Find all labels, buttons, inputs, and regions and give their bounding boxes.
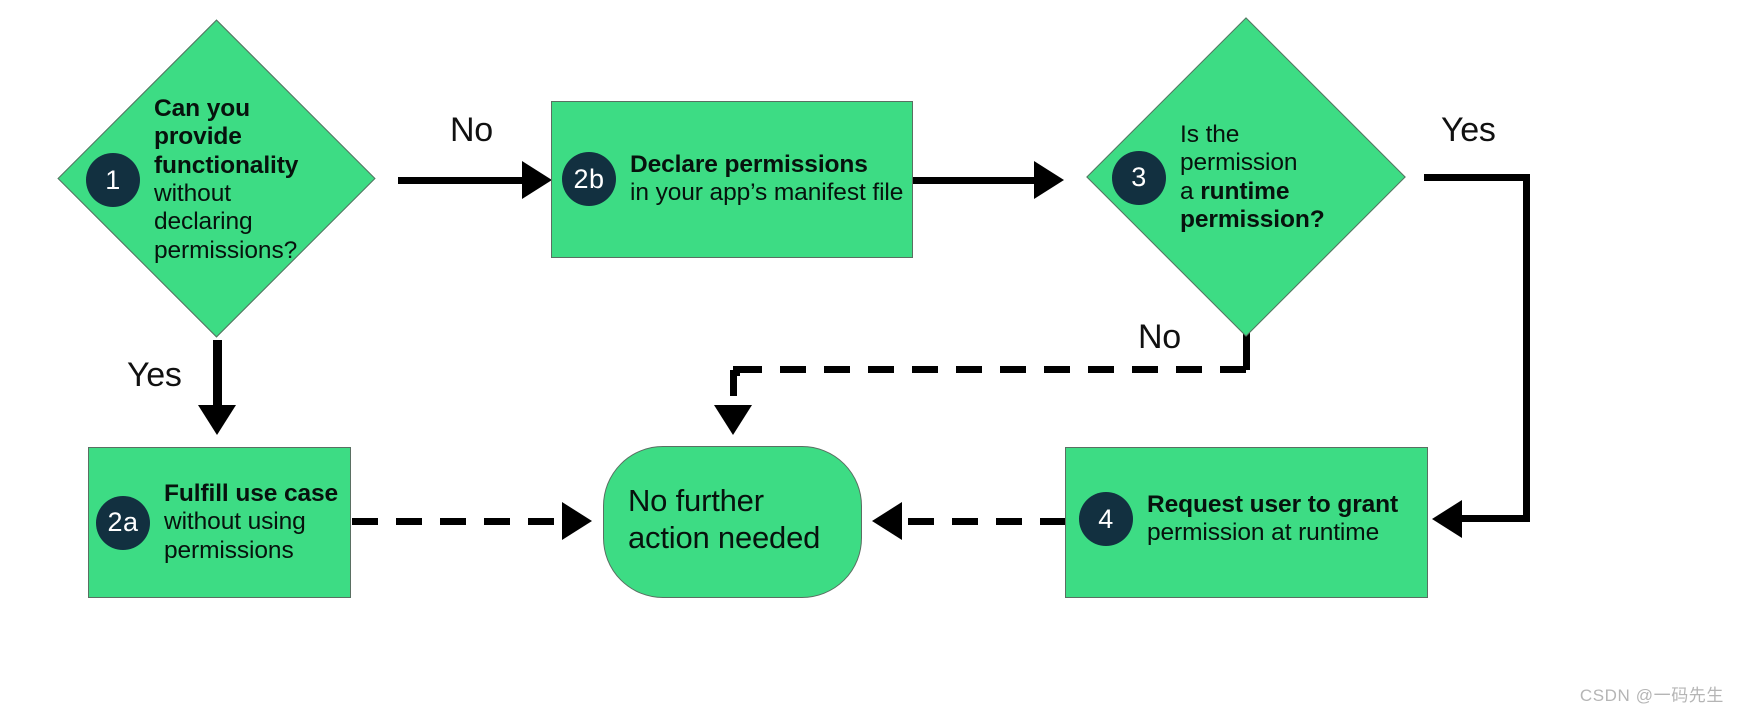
arrowhead-n4-to-done (872, 502, 902, 540)
node-1-line-4: without (154, 180, 231, 207)
edge-label-no-n3-done: No (1138, 318, 1181, 356)
node-2b-line-2: in your app’s manifest file (630, 179, 904, 206)
connector-n3-yes-into-n4 (1462, 515, 1530, 522)
edge-label-no-n1-n2b: No (450, 111, 493, 149)
node-2a-badge: 2a (96, 495, 150, 550)
node-2b-line-1: Declare permissions (630, 150, 868, 178)
node-4-content: 4 Request user to grant permission at ru… (1079, 483, 1398, 555)
node-2a-content: 2a Fulfill use case without using permis… (96, 470, 338, 575)
node-4-badge: 4 (1079, 492, 1133, 546)
node-1-label: Can you provide functionality without de… (154, 95, 298, 265)
arrowhead-n1-to-n2b (522, 161, 552, 199)
node-2b-content: 2b Declare permissions in your app’s man… (562, 143, 903, 215)
node-1-badge: 1 (86, 153, 140, 207)
connector-n4-to-done (898, 518, 1066, 525)
arrowhead-n2a-to-done (562, 502, 592, 540)
node-3-badge: 3 (1112, 150, 1166, 205)
connector-no-down-to-done (730, 370, 737, 413)
node-2b-badge: 2b (562, 152, 616, 206)
node-3-content: 3 Is the permission a runtime permission… (1112, 110, 1412, 245)
connector-n3-no-stub (1243, 330, 1250, 370)
watermark-text: CSDN @一码先生 (1579, 686, 1724, 705)
node-3-line-1: Is the (1180, 120, 1240, 148)
connector-n3-yes-top (1424, 174, 1530, 181)
connector-n1-to-n2b (398, 177, 528, 184)
arrowhead-n1-to-n2a (198, 405, 236, 435)
node-3-line-3-prefix: a (1180, 177, 1201, 205)
edge-label-yes-n3-n4: Yes (1441, 111, 1496, 149)
node-3-line-4: permission? (1180, 205, 1325, 233)
node-done-line-2: action needed (628, 520, 821, 556)
node-4-line-2: permission at runtime (1147, 519, 1380, 546)
edge-label-yes-n1-n2a: Yes (127, 356, 182, 394)
node-2a-line-3: permissions (164, 536, 294, 564)
node-done-line-1: No further (628, 483, 764, 518)
node-3-line-2: permission (1180, 149, 1298, 177)
arrowhead-yes-into-n4 (1432, 500, 1462, 538)
arrowhead-no-into-done (714, 405, 752, 435)
connector-n2a-to-done (352, 518, 567, 525)
connector-n3-no-horizontal (733, 366, 1246, 373)
node-1-line-3: functionality (154, 151, 299, 179)
node-1-line-6: permissions? (154, 236, 298, 264)
node-4-label: Request user to grant permission at runt… (1147, 491, 1398, 548)
node-2a-line-1: Fulfill use case (164, 479, 339, 507)
connector-n3-yes-down (1523, 174, 1530, 522)
node-1-content: 1 Can you provide functionality without … (86, 85, 366, 275)
node-3-line-3-bold: runtime (1200, 177, 1290, 205)
arrowhead-n2b-to-n3 (1034, 161, 1064, 199)
node-2b-label: Declare permissions in your app’s manife… (630, 151, 903, 208)
node-2a-line-2: without using (164, 508, 306, 536)
node-done-box[interactable] (603, 446, 862, 598)
node-3-label: Is the permission a runtime permission? (1180, 121, 1325, 235)
node-3-line-3: a runtime (1180, 178, 1325, 206)
node-done-label: No further action needed (628, 482, 848, 556)
node-1-line-1: Can you (154, 94, 250, 122)
node-1-line-2: provide (154, 123, 242, 151)
node-1-line-5: declaring (154, 208, 253, 236)
node-2a-label: Fulfill use case without using permissio… (164, 480, 338, 565)
connector-n1-to-n2a (213, 340, 222, 415)
node-4-line-1: Request user to grant (1147, 490, 1399, 518)
connector-n2b-to-n3 (913, 177, 1048, 184)
